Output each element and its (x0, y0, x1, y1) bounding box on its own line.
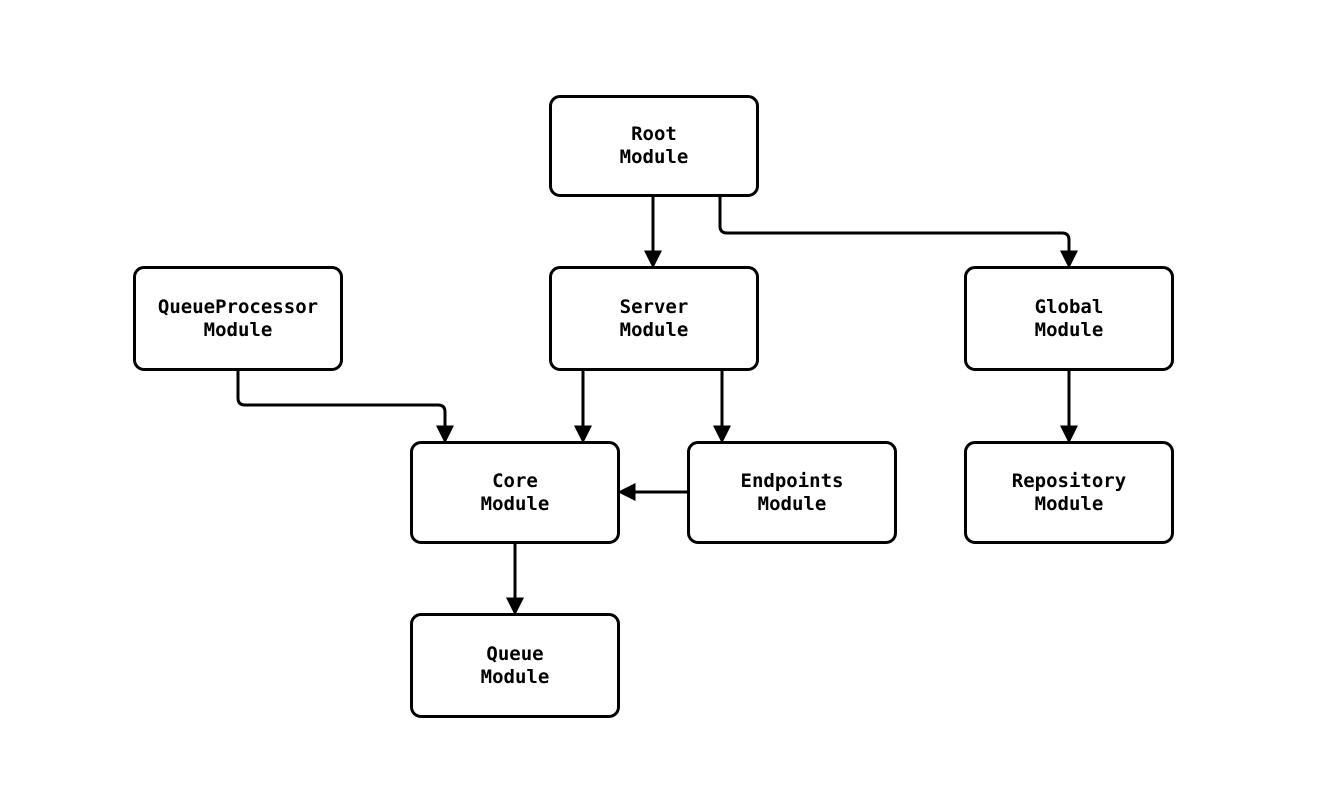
node-global-module-line2: Module (1034, 318, 1104, 341)
node-server-module[interactable]: Server Module (549, 266, 759, 371)
node-queue-module-line2: Module (480, 665, 550, 688)
node-repository-module[interactable]: Repository Module (964, 441, 1174, 544)
node-root-module[interactable]: Root Module (549, 95, 759, 197)
node-root-module-line1: Root (631, 123, 677, 145)
node-core-module-line2: Module (480, 492, 550, 515)
node-queue-module[interactable]: Queue Module (410, 613, 620, 718)
edge-root-to-global (718, 197, 1078, 269)
node-global-module-line1: Global (1034, 295, 1104, 318)
node-global-module[interactable]: Global Module (964, 266, 1174, 371)
node-server-module-line2: Module (619, 318, 689, 341)
node-core-module[interactable]: Core Module (410, 441, 620, 544)
node-endpoints-module-line1: Endpoints (740, 469, 844, 492)
node-endpoints-module[interactable]: Endpoints Module (687, 441, 897, 544)
node-endpoints-module-line2: Module (757, 492, 827, 515)
node-queue-module-line1: Queue (486, 642, 544, 665)
node-queueprocessor-module-line1: QueueProcessor (157, 295, 319, 318)
edge-queueprocessor-to-core (236, 371, 454, 444)
node-core-module-line1: Core (492, 469, 538, 492)
node-server-module-line1: Server (619, 295, 689, 318)
node-root-module-line2: Module (619, 146, 689, 168)
node-repository-module-line2: Module (1034, 492, 1104, 515)
node-queueprocessor-module[interactable]: QueueProcessor Module (133, 266, 343, 371)
node-queueprocessor-module-line2: Module (203, 318, 273, 341)
node-repository-module-line1: Repository (1011, 469, 1127, 492)
